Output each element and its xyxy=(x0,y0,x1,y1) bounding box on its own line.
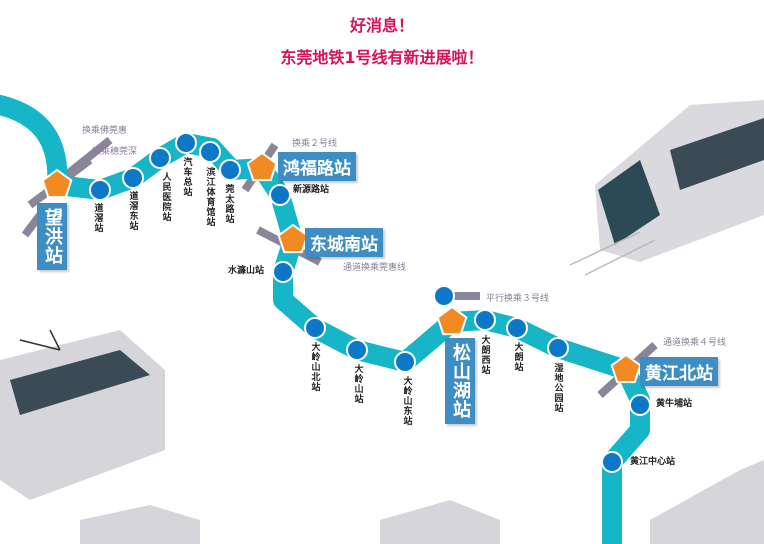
station-marker[interactable] xyxy=(175,132,197,154)
train-illustration-bottom xyxy=(80,460,764,544)
transfer-note: 平行换乘３号线 xyxy=(486,294,550,304)
station-label: 莞太路站 xyxy=(223,184,234,224)
station-label: 黄牛埔站 xyxy=(656,399,693,409)
transfer-note: 通道换乘莞惠线 xyxy=(343,263,407,273)
station-marker[interactable] xyxy=(474,309,496,331)
interchange-station-marker[interactable] xyxy=(436,305,468,336)
interchange-station-marker[interactable] xyxy=(610,353,642,384)
transfer-bar xyxy=(57,136,113,184)
transfer-note: 换乘穗莞深 xyxy=(92,147,138,157)
transfer-note: 换乘佛莞惠 xyxy=(82,126,128,136)
train-illustration-top-right xyxy=(569,100,764,276)
station-label: 大岭山站 xyxy=(352,364,363,404)
station-marker[interactable] xyxy=(433,285,455,307)
headline-good-news: 好消息！ xyxy=(349,16,414,35)
station-label: 黄江中心站 xyxy=(630,457,676,467)
station-marker[interactable] xyxy=(506,317,528,339)
station-label: 道滘站 xyxy=(92,203,103,233)
station-label-hongfulu[interactable]: 鸿福路站 xyxy=(278,152,356,181)
station-label: 人民医院站 xyxy=(160,172,171,222)
transfer-note: 通道换乘４号线 xyxy=(663,338,727,348)
station-label: 大朗站 xyxy=(512,342,523,372)
station-marker[interactable] xyxy=(394,351,416,373)
interchange-station-marker[interactable] xyxy=(41,168,73,199)
station-label-huangjiangbei[interactable]: 黄江北站 xyxy=(640,357,718,386)
interchange-station-marker[interactable] xyxy=(246,151,278,182)
train-illustration-left xyxy=(0,329,165,500)
transfer-note: 换乘２号线 xyxy=(292,139,338,149)
station-marker[interactable] xyxy=(304,317,326,339)
station-marker[interactable] xyxy=(122,167,144,189)
station-label: 滨江体育馆站 xyxy=(204,167,215,227)
station-label-dongchengnan[interactable]: 东城南站 xyxy=(305,228,383,257)
station-label: 湿地公园站 xyxy=(552,363,563,413)
station-marker[interactable] xyxy=(346,339,368,361)
station-label: 汽车总站 xyxy=(181,157,192,197)
station-marker[interactable] xyxy=(149,147,171,169)
station-marker[interactable] xyxy=(219,159,241,181)
station-label-songshanhu[interactable]: 松山湖站 xyxy=(445,338,475,424)
station-label: 道滘东站 xyxy=(127,191,138,231)
station-label: 水濂山站 xyxy=(228,266,265,276)
station-label-wanghong[interactable]: 望洪站 xyxy=(37,203,67,270)
headline-metro-progress: 东莞地铁1号线有新进展啦！ xyxy=(280,48,484,67)
station-marker[interactable] xyxy=(272,261,294,283)
station-label: 大朗西站 xyxy=(479,335,490,375)
interchange-station-marker[interactable] xyxy=(277,223,309,254)
station-marker[interactable] xyxy=(601,451,623,473)
station-label: 大岭山东站 xyxy=(401,376,412,426)
station-label: 新源路站 xyxy=(293,185,330,195)
station-marker[interactable] xyxy=(629,394,651,416)
station-marker[interactable] xyxy=(89,179,111,201)
station-marker[interactable] xyxy=(547,337,569,359)
station-marker[interactable] xyxy=(269,184,291,206)
station-marker[interactable] xyxy=(199,141,221,163)
station-label: 大岭山北站 xyxy=(309,342,320,392)
